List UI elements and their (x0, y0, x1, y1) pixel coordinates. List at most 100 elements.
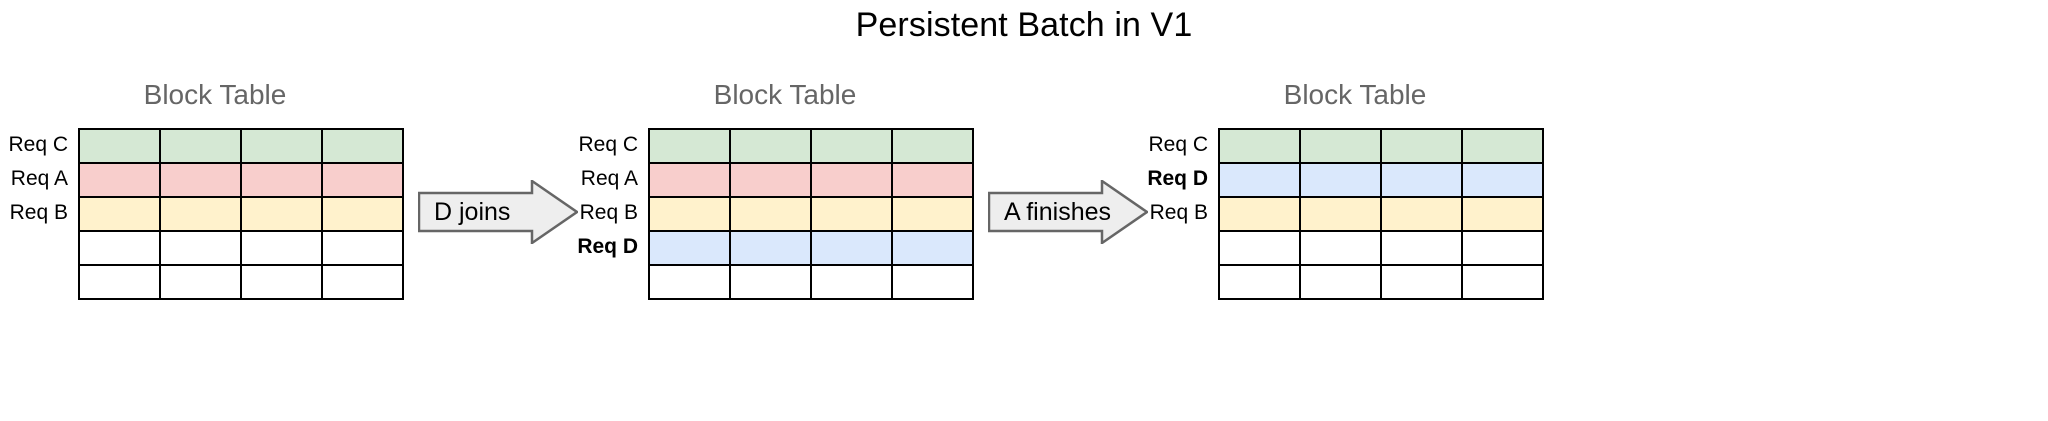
table-row (648, 196, 974, 232)
block-cell (810, 196, 893, 232)
table-row (648, 128, 974, 164)
row-label-column-3: Req C Req D Req B (1140, 128, 1218, 298)
table-row (78, 264, 404, 300)
block-cell (78, 230, 161, 266)
block-cell (321, 196, 404, 232)
table-row (78, 128, 404, 164)
block-cell (159, 162, 242, 198)
block-cell (1299, 128, 1382, 164)
block-cell (1461, 162, 1544, 198)
arrow-right-icon (988, 180, 1148, 244)
table-row (78, 196, 404, 232)
block-table-caption-2: Block Table (713, 79, 857, 110)
block-cell (1380, 264, 1463, 300)
block-cell (78, 162, 161, 198)
table-row (1218, 264, 1544, 300)
block-table-caption-3: Block Table (1283, 79, 1427, 110)
block-cell (648, 128, 731, 164)
block-cell (1380, 230, 1463, 266)
row-label: Req C (1148, 133, 1208, 156)
block-cell (1218, 128, 1301, 164)
block-table-grid-wrap-3: Req C Req D Req B (1140, 128, 1544, 300)
table-row (648, 162, 974, 198)
block-cell (78, 128, 161, 164)
block-table-grid-wrap-2: Req C Req A Req B Req D (570, 128, 974, 300)
block-cell (240, 128, 323, 164)
block-table-grid-3 (1218, 128, 1544, 300)
block-cell (891, 196, 974, 232)
row-label-column-2: Req C Req A Req B Req D (570, 128, 648, 298)
block-cell (891, 128, 974, 164)
block-cell (1461, 196, 1544, 232)
block-table-grid-wrap-1: Req C Req A Req B (0, 128, 404, 300)
block-cell (891, 264, 974, 300)
block-cell (1218, 196, 1301, 232)
table-row (648, 264, 974, 300)
block-cell (810, 162, 893, 198)
block-cell (240, 196, 323, 232)
diagram-stage: Block Table Req C Req A Req B (0, 78, 2048, 328)
block-cell (1218, 162, 1301, 198)
block-cell (810, 128, 893, 164)
transition-arrow-d-joins: D joins (418, 180, 578, 244)
block-cell (159, 196, 242, 232)
row-label: Req A (10, 167, 68, 190)
block-cell (159, 264, 242, 300)
table-row (1218, 230, 1544, 266)
table-row (78, 162, 404, 198)
block-cell (240, 230, 323, 266)
block-cell (729, 128, 812, 164)
block-cell (159, 230, 242, 266)
table-row (1218, 196, 1544, 232)
block-cell (321, 230, 404, 266)
block-cell (729, 230, 812, 266)
block-cell (891, 162, 974, 198)
block-cell (78, 264, 161, 300)
table-row (648, 230, 974, 266)
block-cell (1380, 162, 1463, 198)
row-label: Req C (8, 133, 68, 156)
block-cell (729, 264, 812, 300)
block-cell (1380, 196, 1463, 232)
block-cell (648, 264, 731, 300)
block-cell (1380, 128, 1463, 164)
block-cell (648, 196, 731, 232)
block-cell (648, 162, 731, 198)
table-row (1218, 128, 1544, 164)
block-cell (810, 264, 893, 300)
row-label (570, 264, 638, 298)
block-cell (1299, 230, 1382, 266)
block-cell (78, 196, 161, 232)
block-table-caption-1: Block Table (143, 79, 287, 110)
block-cell (240, 264, 323, 300)
row-label (1140, 264, 1208, 298)
row-label: Req B (1149, 201, 1208, 224)
row-label: Req D (577, 235, 638, 258)
block-cell (321, 264, 404, 300)
block-cell (321, 128, 404, 164)
block-cell (1218, 264, 1301, 300)
block-cell (1461, 230, 1544, 266)
block-table-grid-1 (78, 128, 404, 300)
table-row (1218, 162, 1544, 198)
row-label: Req A (580, 167, 638, 190)
row-label: Req B (579, 201, 638, 224)
block-cell (1461, 128, 1544, 164)
row-label: Req B (9, 201, 68, 224)
block-cell (1299, 264, 1382, 300)
block-cell (159, 128, 242, 164)
block-cell (1461, 264, 1544, 300)
block-cell (1218, 230, 1301, 266)
transition-arrow-a-finishes: A finishes (988, 180, 1148, 244)
block-cell (810, 230, 893, 266)
block-table-grid-2 (648, 128, 974, 300)
block-cell (729, 196, 812, 232)
block-cell (240, 162, 323, 198)
block-cell (648, 230, 731, 266)
row-label-column-1: Req C Req A Req B (0, 128, 78, 298)
table-row (78, 230, 404, 266)
block-cell (891, 230, 974, 266)
row-label (1140, 230, 1208, 264)
block-cell (1299, 162, 1382, 198)
block-cell (321, 162, 404, 198)
